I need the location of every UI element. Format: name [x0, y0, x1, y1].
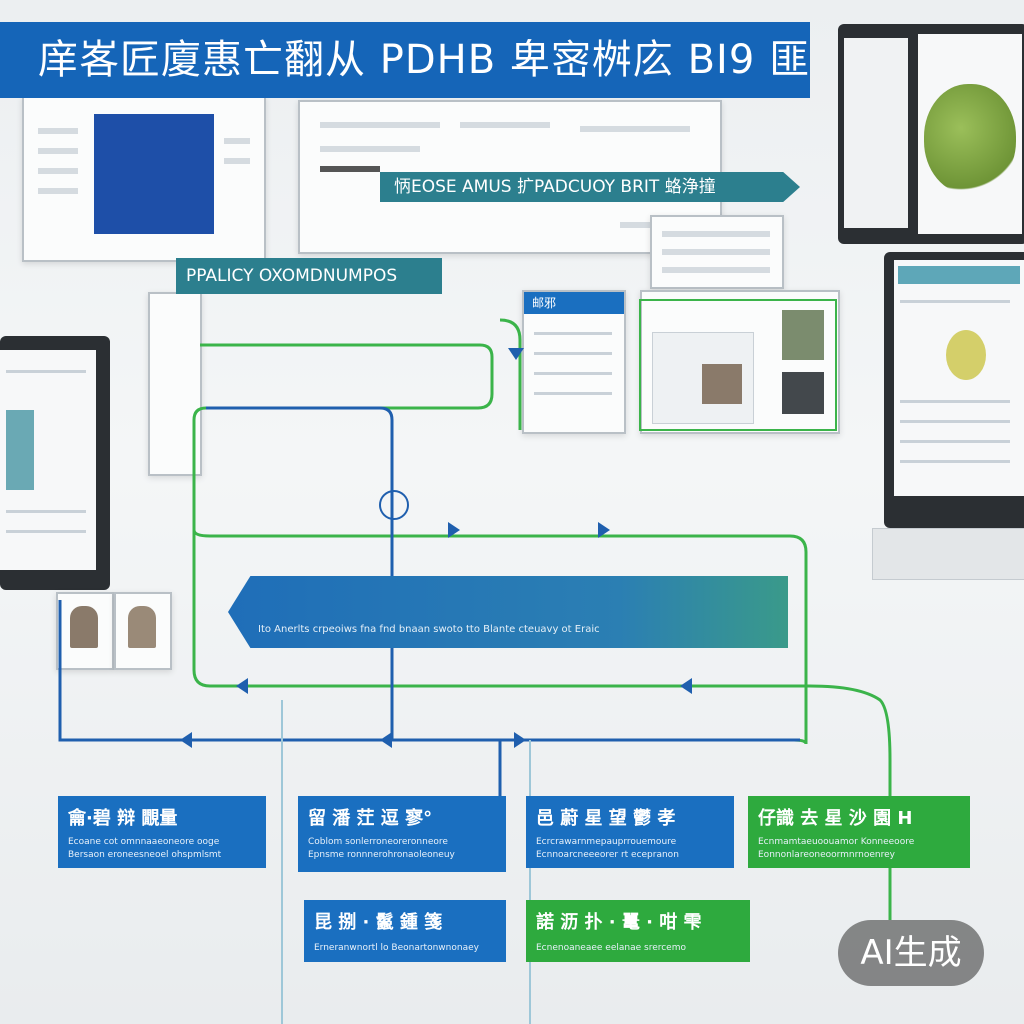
info-box-1-title: 龠·碧 辩 覵量	[68, 804, 256, 830]
info-box-2: 留 潘 茳 逗 寥° Coblom sonlerroneoreronneore …	[298, 796, 506, 872]
info-box-4: 仔識 去 星 沙 園 H Ecnmamtaeuoouamor Konneeoor…	[748, 796, 970, 868]
info-box-2-title: 留 潘 茳 逗 寥°	[308, 804, 496, 830]
info-box-5-line-1: Erneranwnortl lo Beonartonwnonaey	[314, 942, 496, 955]
info-box-4-title: 仔識 去 星 沙 園 H	[758, 804, 960, 830]
info-box-3-line-1: Ecrcrawarnmepauprrouemoure	[536, 836, 724, 849]
page-title: 庠峉匠廈惠亡翻从 PDHB 卑宻桝庅 BI9 匪俚掌	[0, 22, 810, 98]
info-box-3-title: 邑 蔚 星 望 鬱 孝	[536, 804, 724, 830]
info-box-3: 邑 蔚 星 望 鬱 孝 Ecrcrawarnmepauprrouemoure E…	[526, 796, 734, 868]
info-box-3-line-2: Ecnnoarcneeeorer rt ecepranon	[536, 849, 724, 862]
info-box-6-line-1: Ecnenoaneaee eelanae srercemo	[536, 942, 740, 955]
info-box-5-title: 昆 捌 · 鬣 鍾 箋	[314, 908, 496, 934]
info-box-6-title: 諾 沥 扑 · 鼍 · 咁 雫	[536, 908, 740, 934]
ai-generated-badge: AI生成	[838, 920, 984, 986]
info-box-1-line-1: Ecoane cot omnnaaeoneore ooge	[68, 836, 256, 849]
ribbon-top: 怲EOSE AMUS 扩PADCUOY BRIT 蛒浄撞	[380, 172, 800, 202]
info-box-1: 龠·碧 辩 覵量 Ecoane cot omnnaaeoneore ooge B…	[58, 796, 266, 868]
info-box-5: 昆 捌 · 鬣 鍾 箋 Erneranwnortl lo Beonartonwn…	[304, 900, 506, 962]
ribbon-policy: PPALICY OXOMDNUMPOS	[176, 258, 442, 294]
info-box-2-line-2: Epnsme ronnnerohronaoleoneuy	[308, 849, 496, 862]
info-box-1-line-2: Bersaon eroneesneoel ohspmlsmt	[68, 849, 256, 862]
info-box-6: 諾 沥 扑 · 鼍 · 咁 雫 Ecnenoaneaee eelanae sre…	[526, 900, 750, 962]
main-banner: Ito Anerlts crpeoiws fna fnd bnaan swoto…	[228, 576, 788, 648]
banner-caption: Ito Anerlts crpeoiws fna fnd bnaan swoto…	[258, 624, 778, 635]
info-box-4-line-1: Ecnmamtaeuoouamor Konneeoore	[758, 836, 960, 849]
info-box-4-line-2: Eonnonlareoneoormnrnoenrey	[758, 849, 960, 862]
info-box-2-line-1: Coblom sonlerroneoreronneore	[308, 836, 496, 849]
